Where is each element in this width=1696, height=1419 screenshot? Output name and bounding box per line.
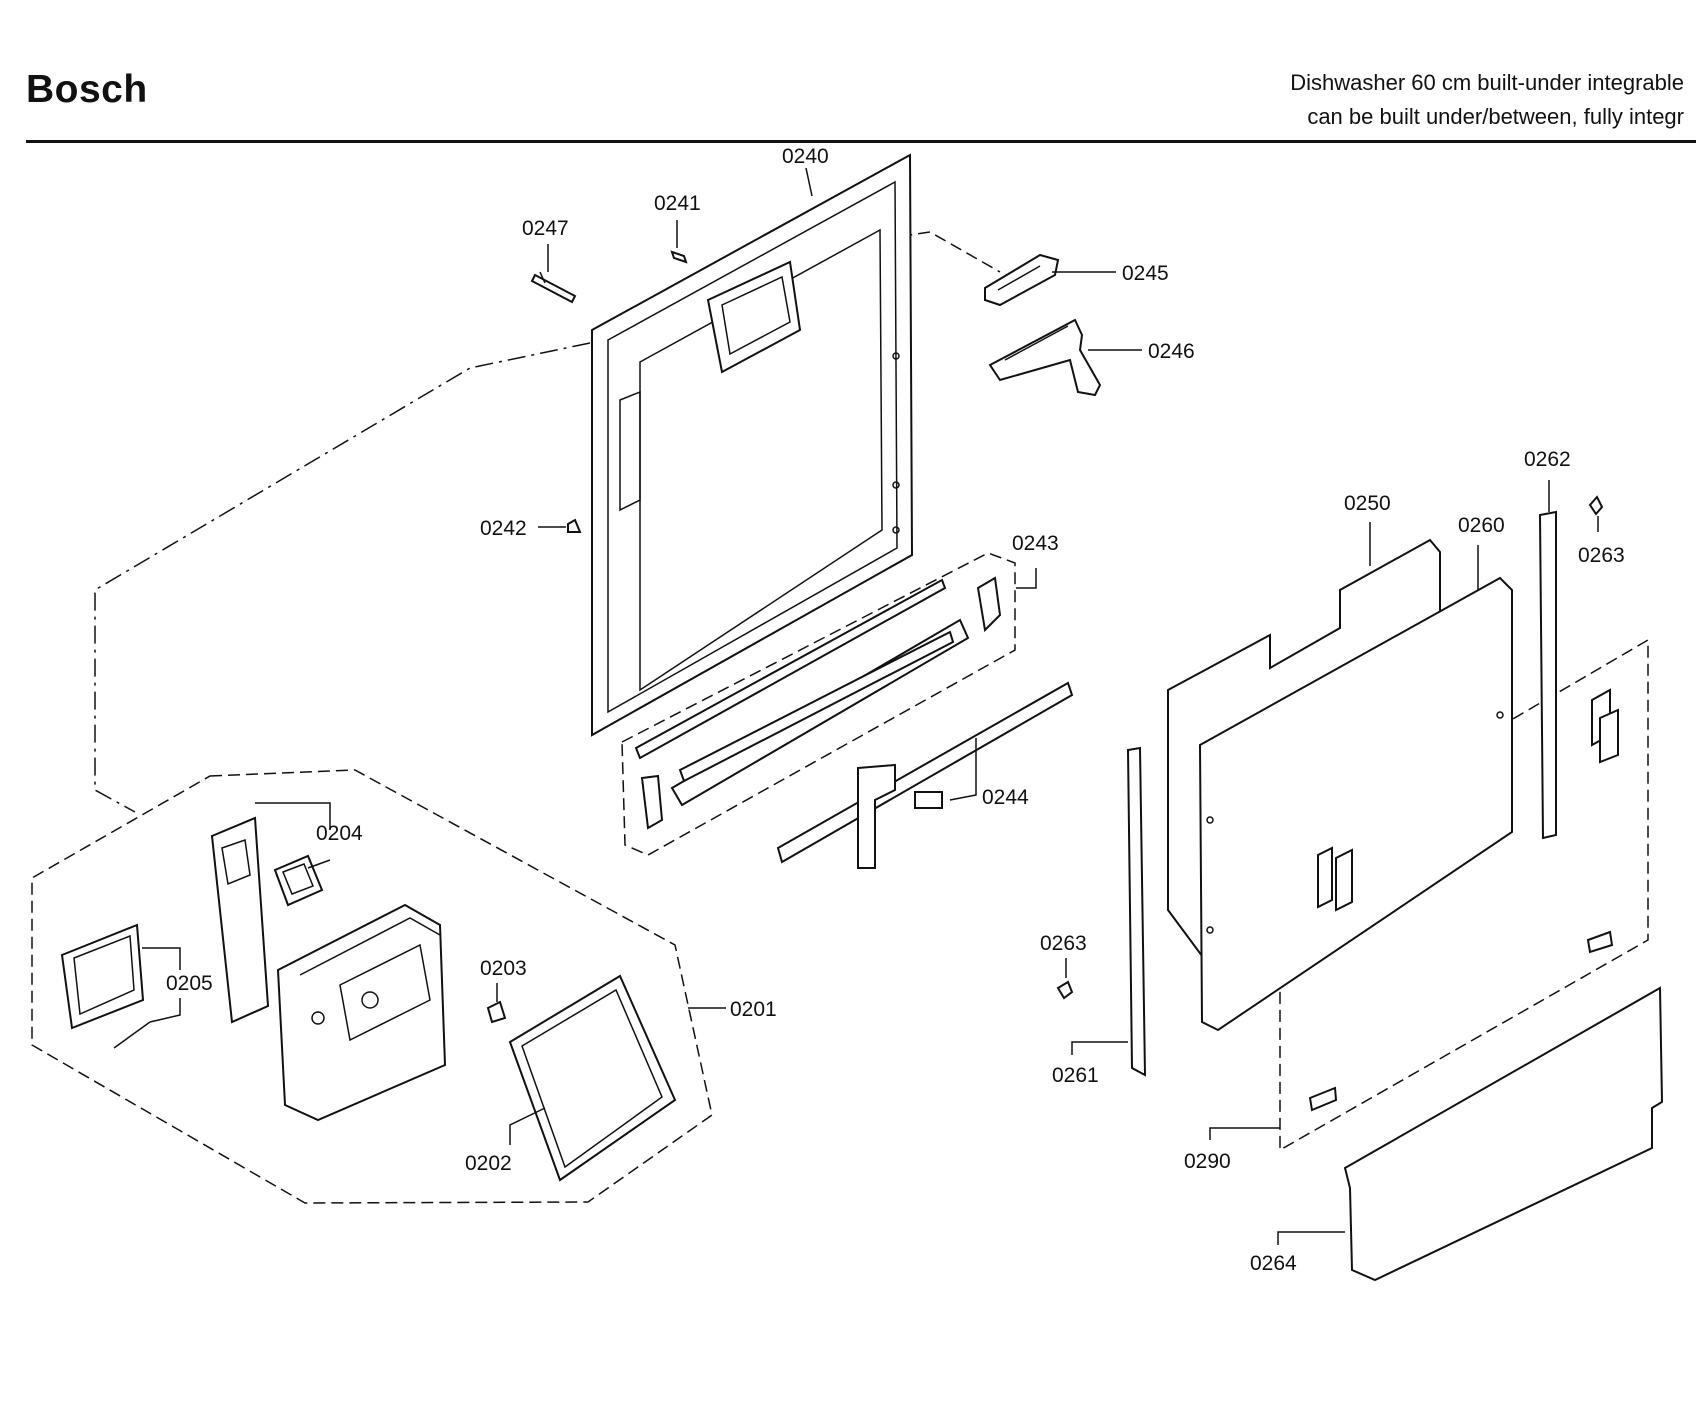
callout-0264: 0264 (1250, 1252, 1297, 1275)
callout-0263-lower: 0263 (1040, 932, 1087, 955)
leader-0204 (255, 802, 331, 869)
callout-0242: 0242 (480, 517, 527, 540)
callout-0241: 0241 (654, 192, 701, 215)
leader-0240 (805, 167, 813, 197)
brand-logo-text: Bosch (26, 68, 148, 111)
control-module-0201 (276, 903, 447, 1122)
leader-0202 (509, 1107, 546, 1145)
callout-0247: 0247 (522, 217, 569, 240)
clip-0242 (567, 518, 582, 533)
callout-0244: 0244 (982, 786, 1029, 809)
leader-0244 (949, 738, 977, 801)
leader-0205 (142, 947, 181, 1023)
callout-0263-upper: 0263 (1578, 544, 1625, 567)
header-rule (26, 140, 1696, 143)
screw-0241 (670, 250, 688, 264)
screw-0247 (530, 271, 577, 304)
mounting-brackets-0290 (1308, 688, 1619, 1112)
diagram-subtitle-line-2: can be built under/between, fully integr (1307, 104, 1684, 129)
leader-0243 (1016, 568, 1037, 589)
inner-door-frame-0240 (591, 153, 914, 737)
diagram-subtitle-line-1: Dishwasher 60 cm built-under integrable (1290, 70, 1684, 95)
callout-0240: 0240 (782, 145, 829, 168)
door-rail-0244 (776, 681, 1074, 869)
callout-0204: 0204 (316, 822, 363, 845)
callout-0245: 0245 (1122, 262, 1169, 285)
hinge-rail-group-boundary (621, 552, 1016, 856)
module-frame-0202 (508, 974, 677, 1182)
door-latch-0246 (988, 318, 1102, 397)
hinge-rail-set-0243 (634, 576, 1002, 830)
screw-0263-upper (1588, 495, 1604, 516)
leader-0290 (1209, 1127, 1280, 1140)
callout-0290: 0290 (1184, 1150, 1231, 1173)
leader-0264 (1277, 1231, 1345, 1245)
callout-0261: 0261 (1052, 1064, 1099, 1087)
callout-0202: 0202 (465, 1152, 512, 1175)
plinth-panel-0264 (1343, 986, 1664, 1282)
panel-insert-0205 (60, 923, 151, 1049)
callout-0246: 0246 (1148, 340, 1195, 363)
callout-0201: 0201 (730, 998, 777, 1021)
door-panel-0260 (1198, 576, 1513, 1032)
callout-0203: 0203 (480, 957, 527, 980)
side-strip-0262 (1538, 510, 1557, 840)
side-strip-0261 (1126, 746, 1147, 1077)
screw-0263-lower (1056, 980, 1074, 1000)
callout-0205: 0205 (166, 972, 213, 995)
callout-0262: 0262 (1524, 448, 1571, 471)
decor-panel-0250 (1167, 538, 1441, 964)
door-handle-0245 (984, 253, 1060, 307)
door-assembly-boundary (94, 342, 591, 813)
callout-0250: 0250 (1344, 492, 1391, 515)
callout-0243: 0243 (1012, 532, 1059, 555)
dispenser-cover-0204 (210, 816, 324, 1024)
leader-0261 (1071, 1041, 1128, 1055)
callout-0260: 0260 (1458, 514, 1505, 537)
clip-0203 (486, 1000, 507, 1024)
panel-0290-boundary (1279, 638, 1649, 1152)
control-module-group-boundary (31, 769, 713, 1204)
